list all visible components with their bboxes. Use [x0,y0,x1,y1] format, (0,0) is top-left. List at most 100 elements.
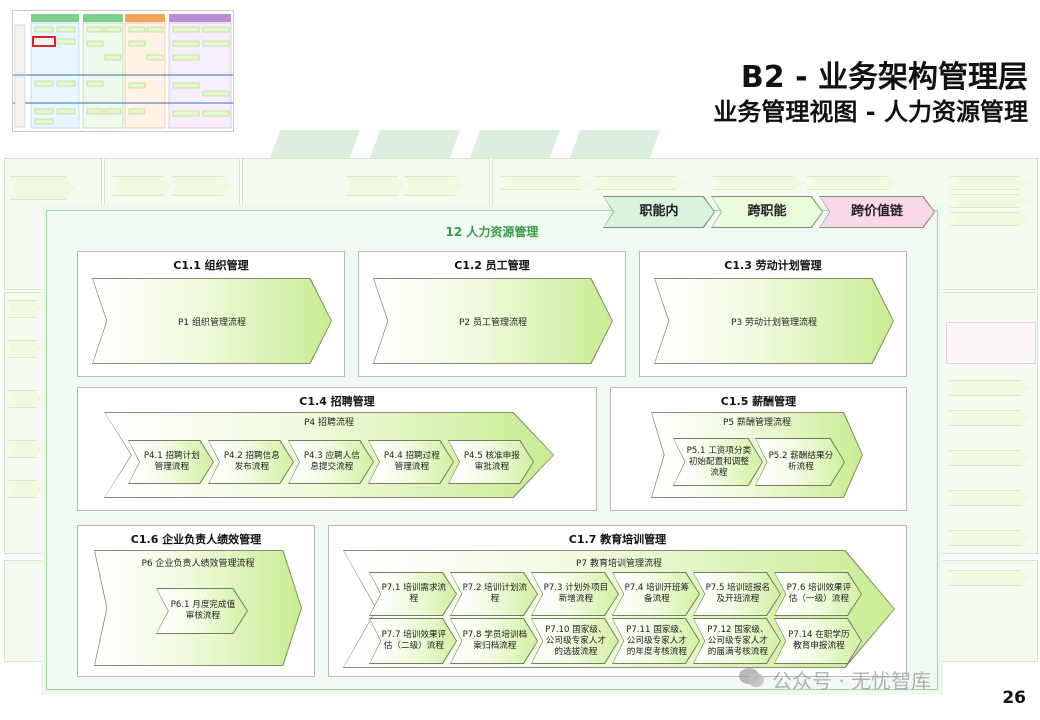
capability-box-c1-6: C1.6 企业负责人绩效管理 P6 企业负责人绩效管理流程 P6.1 月度完成值… [77,525,315,677]
capability-box-c1-7: C1.7 教育培训管理 P7 教育培训管理流程 P7.1 培训需求流程 P7.2… [328,525,907,677]
process-chevron[interactable]: P1 组织管理流程 [92,278,332,364]
hr-management-panel: 12 人力资源管理 职能内 跨职能 跨价值链 C1.1 组织管理 P1 组织管理… [46,196,938,690]
capability-box-c1-3: C1.3 劳动计划管理 P3 劳动计划管理流程 [639,251,907,377]
subprocess-chevron[interactable]: P7.1 培训需求流程 [369,572,457,616]
tab-cross-value-chain[interactable]: 跨价值链 [820,197,934,227]
overview-thumbnail [12,10,234,132]
bg-chevron [8,480,40,498]
subprocess-label: P6.1 月度完成值审核流程 [170,600,236,621]
bg-chevron [948,450,1030,466]
bg-chevron [948,570,1030,586]
subprocess-chevron[interactable]: P4.2 招聘信息发布流程 [208,440,294,484]
subprocess-chevron[interactable]: P5.1 工资项分类初始配置和调整流程 [673,438,763,486]
subprocess-label: P7.6 培训效果评估（一级）流程 [786,583,852,604]
bg-chevron [806,176,898,190]
subprocess-chevron[interactable]: P4.4 招聘过程管理流程 [368,440,454,484]
subprocess-label: P5.2 薪酬结果分析流程 [768,451,834,472]
subprocess-chevron[interactable]: P7.5 培训班报名及开班流程 [693,572,781,616]
subprocess-label: P7.3 计划外项目新增流程 [543,583,609,604]
bg-chevron [948,410,1030,426]
bg-chevron [172,176,230,196]
subprocess-label: P7.1 培训需求流程 [381,583,447,604]
bg-chevron [950,212,1028,226]
process-chevron[interactable]: P3 劳动计划管理流程 [654,278,894,364]
subprocess-chevron[interactable]: P4.1 招聘计划管理流程 [128,440,214,484]
subprocess-label: P7.11 国家级、公司级专家人才的年度考核流程 [626,624,688,657]
capability-box-c1-4: C1.4 招聘管理 P4 招聘流程 P4.1 招聘计划管理流程 P4.2 招聘信… [77,387,597,511]
bg-panel [4,292,46,554]
bg-chevron [500,176,592,190]
subprocess-chevron[interactable]: P7.2 培训计划流程 [450,572,538,616]
capability-title: C1.2 员工管理 [454,259,530,272]
subprocess-label: P4.1 招聘计划管理流程 [143,451,200,472]
subprocess-chevron[interactable]: P7.12 国家级、公司级专家人才的届满考核流程 [693,618,781,664]
capability-title: C1.4 招聘管理 [299,395,375,408]
overview-thumbnail-graphic [13,11,233,131]
subprocess-chevron[interactable]: P4.3 应聘人信息提交流程 [288,440,374,484]
subprocess-label: P7.14 在职学历教育申报流程 [788,630,850,651]
capability-box-c1-1: C1.1 组织管理 P1 组织管理流程 [77,251,345,377]
subprocess-chevron[interactable]: P7.4 培训开班筹备流程 [612,572,700,616]
subprocess-chevron[interactable]: P7.6 培训效果评估（一级）流程 [774,572,862,616]
tab-within-function[interactable]: 职能内 [604,197,714,227]
subprocess-label: P7.7 培训效果评估（二级）流程 [381,630,447,651]
panel-title: 12 人力资源管理 [445,225,539,239]
subprocess-chevron[interactable]: P6.1 月度完成值审核流程 [156,588,248,634]
tab-label: 跨价值链 [850,204,903,219]
subprocess-label: P5.1 工资项分类初始配置和调整流程 [686,445,752,478]
process-label: P4 招聘流程 [303,418,354,428]
bg-chevron [346,176,404,196]
tab-label: 跨职能 [747,204,787,219]
bg-chevron [112,176,170,196]
subprocess-label: P7.10 国家级、公司级专家人才的选拔流程 [545,624,607,657]
subprocess-label: P7.4 培训开班筹备流程 [624,583,690,604]
bg-chevron [8,440,40,458]
subprocess-chevron[interactable]: P7.7 培训效果评估（二级）流程 [369,618,457,664]
subprocess-label: P4.5 核准申报审批流程 [463,451,520,472]
bg-chevron [712,176,804,190]
page-number: 26 [1002,688,1026,708]
bg-panel [4,560,46,662]
subprocess-label: P7.8 学员培训档案归档流程 [462,630,528,651]
capability-title: C1.7 教育培训管理 [568,533,667,546]
subprocess-label: P4.4 招聘过程管理流程 [383,451,440,472]
process-label: P6 企业负责人绩效管理流程 [141,559,255,569]
subprocess-chevron[interactable]: P5.2 薪酬结果分析流程 [755,438,845,486]
bg-chevron [8,340,40,358]
bg-chevron [8,300,40,318]
capability-box-c1-2: C1.2 员工管理 P2 员工管理流程 [358,251,626,377]
subprocess-label: P7.2 培训计划流程 [462,583,528,604]
capability-title: C1.5 薪酬管理 [720,395,797,408]
bg-chevron [948,530,1030,546]
subprocess-chevron[interactable]: P7.11 国家级、公司级专家人才的年度考核流程 [612,618,700,664]
tab-cross-function[interactable]: 跨职能 [712,197,822,227]
process-label: P5 薪酬管理流程 [722,418,791,428]
process-label: P3 劳动计划管理流程 [730,317,817,328]
subprocess-chevron[interactable]: P4.5 核准申报审批流程 [448,440,534,484]
process-label: P1 组织管理流程 [177,317,246,328]
subprocess-label: P4.2 招聘信息发布流程 [223,451,280,472]
bg-chevron [948,380,1030,396]
bg-chevron [404,176,462,196]
subprocess-chevron[interactable]: P7.14 在职学历教育申报流程 [774,618,862,664]
bg-chevron [950,194,1028,208]
subprocess-chevron[interactable]: P7.10 国家级、公司级专家人才的选拔流程 [531,618,619,664]
capability-box-c1-5: C1.5 薪酬管理 P5 薪酬管理流程 P5.1 工资项分类初始配置和调整流程 … [610,387,907,511]
decorative-banner [270,130,660,158]
process-label: P2 员工管理流程 [458,317,527,328]
subprocess-chevron[interactable]: P7.3 计划外项目新增流程 [531,572,619,616]
bg-chevron [8,390,40,408]
process-chevron[interactable]: P2 员工管理流程 [373,278,613,364]
bg-chevron [10,176,74,200]
subprocess-label: P7.5 培训班报名及开班流程 [705,583,771,604]
subprocess-chevron[interactable]: P7.8 学员培训档案归档流程 [450,618,538,664]
capability-title: C1.6 企业负责人绩效管理 [130,533,262,546]
page-subtitle: 业务管理视图 - 人力资源管理 [713,98,1028,126]
page-title: B2 - 业务架构管理层 [740,60,1028,95]
wechat-icon [739,668,764,687]
tab-label: 职能内 [639,204,679,219]
bg-chevron [950,176,1028,190]
capability-title: C1.1 组织管理 [173,259,249,272]
capability-title: C1.3 劳动计划管理 [724,259,822,272]
bg-panel [946,322,1036,364]
